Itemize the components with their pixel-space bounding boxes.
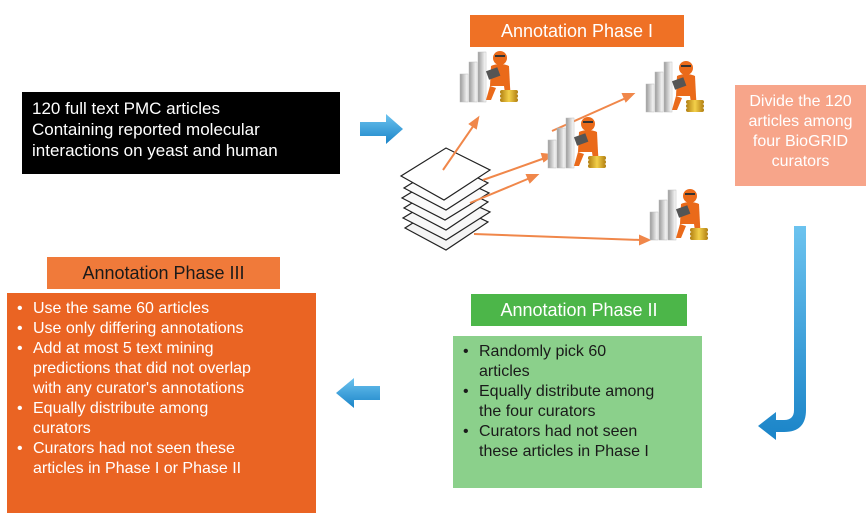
arrow-right-icon — [360, 114, 403, 144]
phase3-item-line: Curators had not seen these — [33, 440, 235, 457]
phase2-item-line: Equally distribute among — [479, 383, 655, 400]
divide-line: Divide the 120 — [749, 93, 852, 110]
phase2-list: Randomly pick 60 articles Equally distri… — [459, 342, 696, 462]
source-line: 120 full text PMC articles — [32, 99, 221, 118]
source-articles-box: 120 full text PMC articles Containing re… — [22, 92, 340, 174]
phase3-item-line: articles in Phase I or Phase II — [33, 460, 242, 477]
curator-icon — [459, 50, 519, 103]
phase2-item-line: Randomly pick 60 — [479, 343, 607, 360]
arrow-left-icon — [336, 378, 380, 408]
phase2-box: Randomly pick 60 articles Equally distri… — [453, 336, 702, 488]
phase3-item: Add at most 5 text mining predictions th… — [13, 339, 312, 399]
curator-icon — [649, 188, 709, 241]
phase3-item: Curators had not seen these articles in … — [13, 439, 312, 479]
phase2-item-line: Curators had not seen — [479, 423, 638, 440]
arrow-down-left-icon — [758, 226, 806, 440]
curator-icon — [547, 116, 607, 169]
phase2-item-line: these articles in Phase I — [479, 443, 649, 460]
phase2-title: Annotation Phase II — [471, 294, 687, 326]
phase2-item-line: articles — [479, 363, 530, 380]
phase2-item-line: the four curators — [479, 403, 596, 420]
phase3-item: Use only differing annotations — [13, 319, 312, 339]
divide-line: articles among — [748, 113, 853, 130]
paper-stack-icon — [399, 147, 492, 251]
phase2-item: Equally distribute among the four curato… — [459, 382, 696, 422]
source-line: interactions on yeast and human — [32, 141, 278, 160]
phase2-item: Curators had not seen these articles in … — [459, 422, 696, 462]
phase3-item: Use the same 60 articles — [13, 299, 312, 319]
phase3-item-line: predictions that did not overlap — [33, 360, 251, 377]
phase3-item-line: Use the same 60 articles — [33, 300, 210, 317]
phase3-item-line: curators — [33, 420, 91, 437]
phase2-item: Randomly pick 60 articles — [459, 342, 696, 382]
phase3-title: Annotation Phase III — [47, 257, 280, 289]
phase3-list: Use the same 60 articles Use only differ… — [13, 299, 312, 479]
phase3-item: Equally distribute among curators — [13, 399, 312, 439]
curator-icon — [645, 60, 705, 113]
divide-line: curators — [771, 153, 830, 170]
phase1-title: Annotation Phase I — [470, 15, 684, 47]
phase3-item-line: with any curator's annotations — [33, 380, 245, 397]
source-line: Containing reported molecular — [32, 120, 260, 139]
phase3-item-line: Add at most 5 text mining — [33, 340, 214, 357]
divide-box: Divide the 120 articles among four BioGR… — [735, 85, 866, 186]
phase3-item-line: Use only differing annotations — [33, 320, 244, 337]
phase3-box: Use the same 60 articles Use only differ… — [7, 293, 316, 513]
phase3-item-line: Equally distribute among — [33, 400, 209, 417]
divide-line: four BioGRID — [752, 133, 849, 150]
